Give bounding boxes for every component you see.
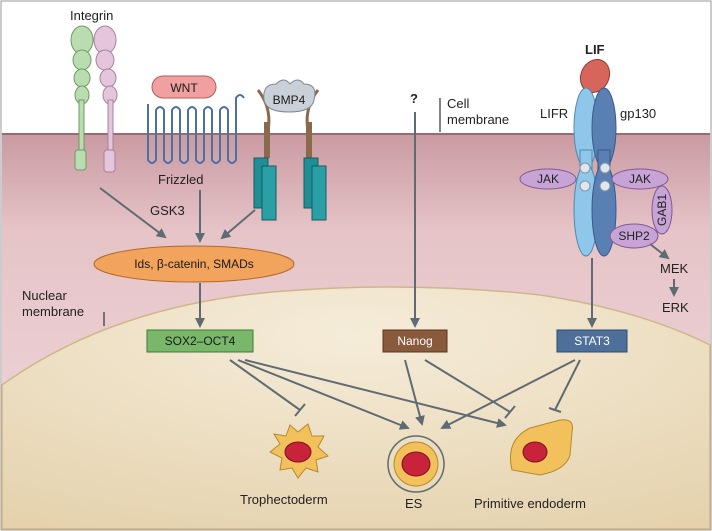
shp2-label: SHP2 [618,229,650,243]
sox2-to-es-arrow [237,359,410,430]
es-label: ES [405,496,423,511]
bmp4-to-ids-arrow [220,209,256,240]
cell-membrane-label-2: membrane [447,112,509,127]
gab1-label: GAB1 [655,194,669,226]
integrin-receptor [70,25,118,173]
mek-label: MEK [660,261,689,276]
stat3-label: STAT3 [574,334,610,348]
lifr-label: LIFR [540,106,568,121]
primitive-endoderm-cell [510,419,573,476]
integrin-label: Integrin [70,8,113,23]
ids-label: Ids, β-catenin, SMADs [134,257,254,271]
sox2-oct4-box [146,329,254,353]
erk-label: ERK [662,300,689,315]
nanog-box [382,329,448,353]
gp130-label: gp130 [620,106,656,121]
nanog-inhibits-endoderm [424,359,511,413]
stat3-box [556,329,628,353]
sox2-inhibits-trophectoderm [229,359,301,411]
primitive-endoderm-label: Primitive endoderm [474,496,586,511]
bmp4-receptor [253,89,327,221]
sox2-to-endoderm-arrow [244,359,507,428]
nanog-label: Nanog [397,334,432,348]
jak-left-label: JAK [537,172,559,186]
integrin-to-ids-arrow [99,187,167,239]
wnt-ligand [151,75,217,99]
lif-label: LIF [585,42,605,57]
trophectoderm-cell [269,423,329,479]
cell-membrane-label-1: Cell [447,96,470,111]
stat3-inhibits-endoderm [554,359,581,411]
bmp4-ligand [263,79,316,113]
stat3-to-es-arrow [440,359,576,429]
sox2-oct4-label: SOX2–OCT4 [165,334,236,348]
frizzled-label: Frizzled [158,172,204,187]
unknown-ligand-label: ? [410,91,418,106]
gsk3-label: GSK3 [150,203,185,218]
lif-receptor-complex [519,58,673,257]
bmp4-label: BMP4 [273,93,306,107]
regulatory-arrows [229,359,581,430]
ids-beta-catenin-smads [93,245,295,283]
trophectoderm-label: Trophectoderm [240,492,328,507]
shp2-to-mek-arrow [649,243,670,260]
frizzled-receptor [147,94,245,164]
nanog-to-es-arrow [404,359,425,426]
wnt-label: WNT [170,81,198,95]
jak-right-label: JAK [629,172,651,186]
nuclear-membrane-label-1: Nuclear [22,288,67,303]
nuclear-membrane-label-2: membrane [22,304,84,319]
es-cell [387,435,445,493]
